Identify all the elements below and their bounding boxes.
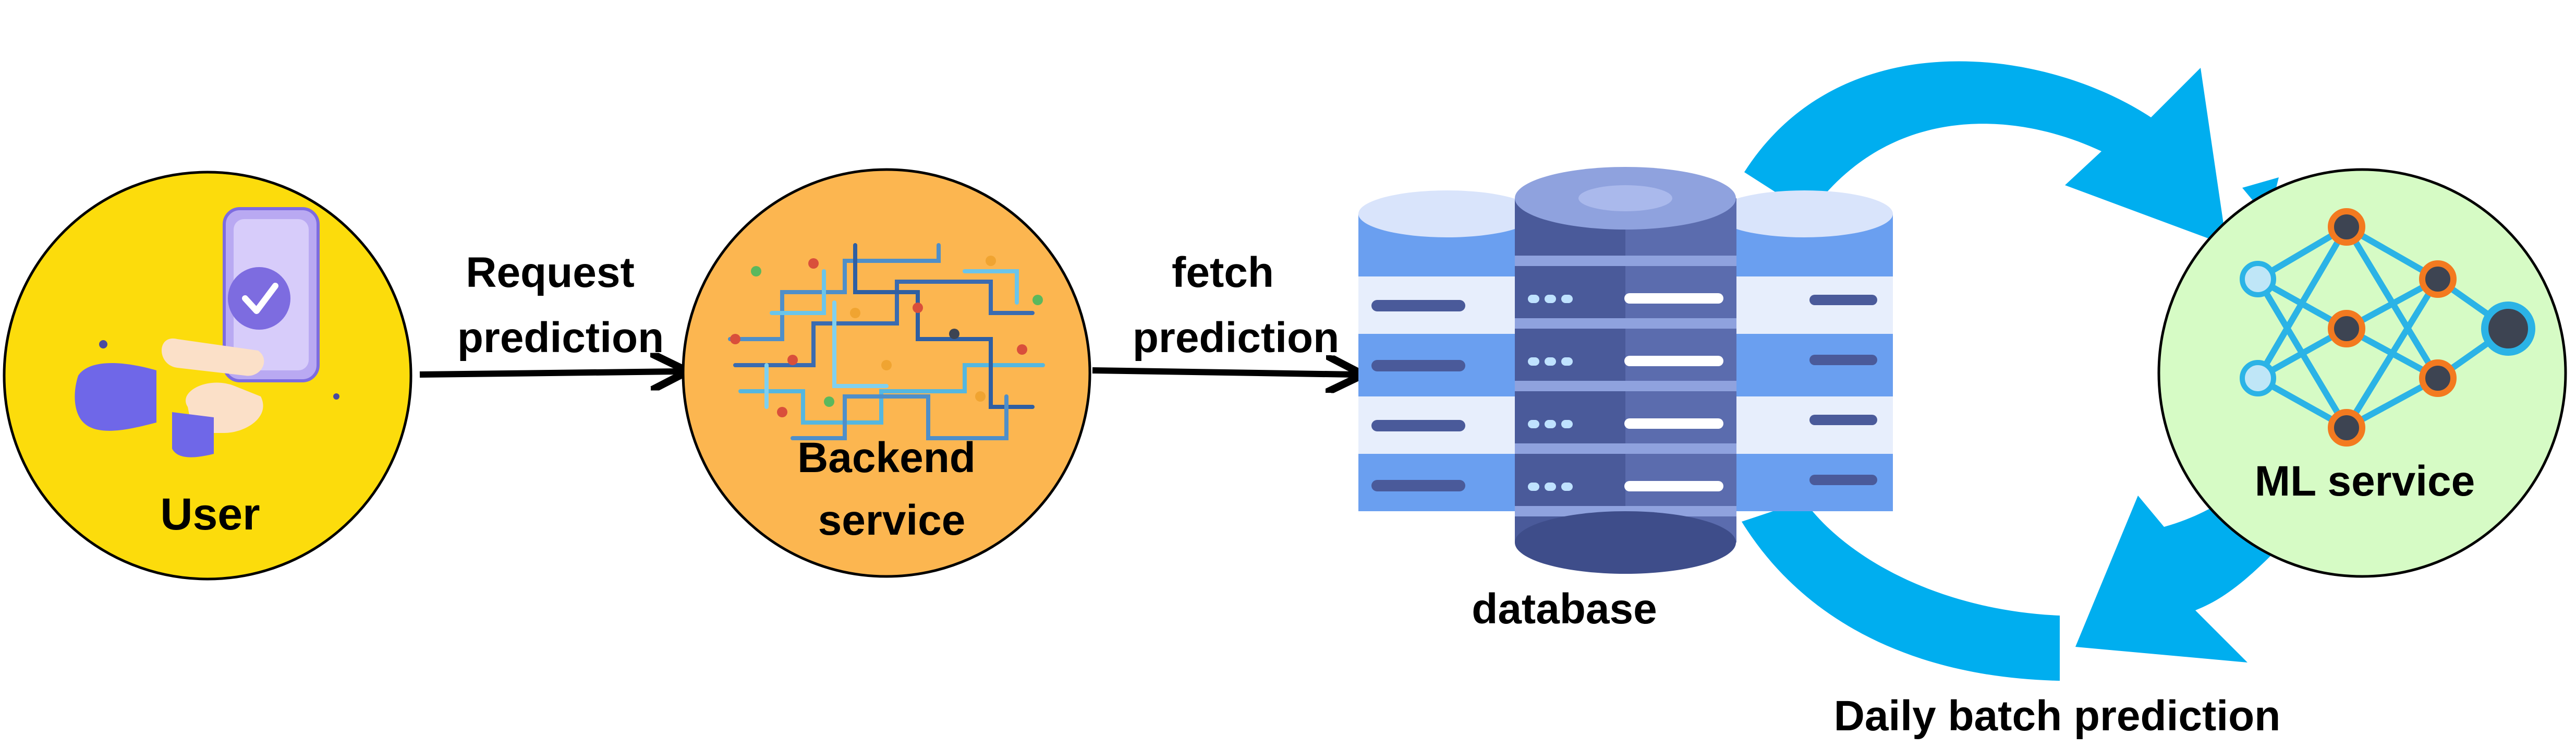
database-label: database [1472,585,1657,633]
backend-label-line1: Backend [797,434,976,481]
neural-network-icon [2240,208,2535,447]
request-edge: Request prediction [419,249,681,375]
ml-label: ML service [2255,457,2475,505]
backend-label-line2: service [818,497,966,544]
cycle-arrow-bottom [1742,501,2060,681]
user-node: User [3,171,412,581]
database-node: database [1358,167,1893,633]
cycle-arrow-top [1744,61,2227,245]
request-arrow [419,371,681,375]
fetch-arrow [1092,370,1356,375]
backend-node: Backend service [682,168,1091,578]
cycle-arrow-bottom-right [2075,485,2274,662]
ml-node: ML service [2157,168,2567,578]
fetch-edge: fetch prediction [1092,249,1356,375]
fetch-label-line2: prediction [1133,314,1339,362]
database-icon [1358,167,1893,574]
cycle-arrows [1742,61,2279,681]
user-label: User [160,489,260,539]
fetch-label-line1: fetch [1172,249,1274,296]
request-label-line2: prediction [457,314,664,362]
phone-hand-icon [75,207,339,457]
batch-label: Daily batch prediction [1834,692,2281,740]
network-graph-icon [728,243,1045,440]
request-label-line1: Request [466,249,635,296]
